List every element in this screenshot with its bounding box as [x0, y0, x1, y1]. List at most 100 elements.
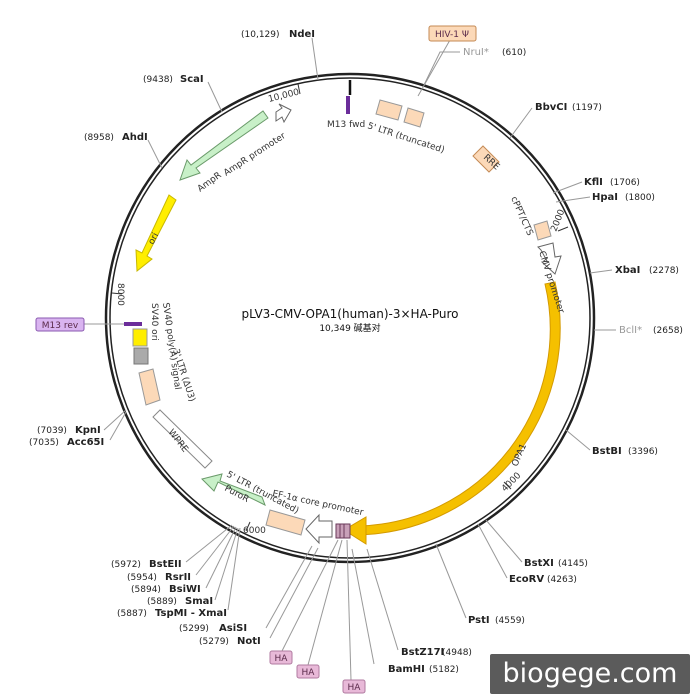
tag-label: HIV-1 Ψ [435, 30, 469, 40]
site-name: Acc65I [67, 437, 104, 448]
feature-ampr-arrow [179, 110, 269, 181]
site-leader [435, 543, 467, 619]
site-leader [485, 519, 523, 563]
site-noti: (5279) NotI [199, 547, 319, 647]
tag-hiv1-psi: HIV-1 Ψ [417, 25, 477, 97]
site-pos: (9438) [143, 75, 173, 85]
site-leader [477, 523, 508, 579]
site-pos: (1800) [625, 193, 655, 203]
feature-ampr-promoter [275, 103, 292, 124]
site-bbvci: BbvCI (1197) [509, 102, 602, 139]
tick-label-6000: 6000 [243, 526, 266, 536]
site-bamhi: BamHI (5182) [351, 548, 459, 675]
site-leader [103, 409, 127, 431]
site-pos: (1706) [610, 178, 640, 188]
plasmid-title: pLV3-CMV-OPA1(human)-3×HA-Puro [241, 307, 458, 321]
site-pos: (610) [502, 48, 526, 58]
site-leader [109, 411, 127, 441]
feature-ef1a-promoter [305, 513, 333, 545]
ha-tag-box [335, 523, 351, 539]
site-leader [214, 527, 239, 601]
site-name: BamHI [388, 664, 425, 675]
site-name: XbaI [615, 265, 640, 276]
plasmid-backbone-outer [104, 72, 596, 564]
site-leader [565, 429, 591, 451]
feature-3ltr [138, 368, 161, 406]
site-acc65i: (7035) Acc65I [29, 411, 127, 448]
site-asisi: (5299) AsiSI [179, 545, 313, 634]
tag-leader [307, 539, 343, 666]
site-bsiwi: (5894) BsiWI [131, 526, 237, 595]
site-leader [555, 196, 591, 203]
site-pos: (7039) [37, 426, 67, 436]
site-hpai: HpaI (1800) [555, 192, 655, 203]
site-name: AsiSI [219, 623, 247, 634]
site-bcli: BclI* (2658) [594, 325, 683, 336]
site-pos: (2658) [653, 326, 683, 336]
site-psti: PstI (4559) [435, 543, 525, 626]
tag-ha-2: HA [296, 539, 343, 679]
tag-badge [428, 25, 477, 42]
site-pos: (5299) [179, 624, 209, 634]
site-leader [269, 547, 319, 639]
feature-label: M13 fwd [327, 120, 365, 130]
site-name: BstZ17I [401, 647, 444, 658]
tag-badge [35, 317, 85, 332]
site-leader [552, 181, 583, 194]
plasmid-size: 10,349 碱基对 [319, 322, 380, 334]
plasmid-backbone-inner [109, 77, 591, 559]
tag-badge [342, 679, 366, 694]
feature-cmv-promoter [537, 242, 562, 275]
site-pos: (4145) [558, 559, 588, 569]
site-pos: (3396) [628, 447, 658, 457]
m13-fwd-primer-mark [346, 96, 350, 114]
site-ndei: (10,129) NdeI [241, 29, 319, 81]
site-name: BstXI [524, 558, 554, 569]
tag-label: HA [348, 683, 362, 693]
site-xbai: XbaI (2278) [589, 265, 679, 276]
site-smai: (5889) SmaI [147, 527, 239, 607]
tag-label: M13 rev [42, 321, 79, 331]
site-leader [195, 525, 235, 576]
site-bstbi: BstBI (3396) [565, 429, 658, 457]
tick-mark [111, 292, 123, 295]
site-leader [311, 37, 319, 81]
tag-label: HA [275, 654, 289, 664]
site-bsteii: (5972) BstEII [111, 524, 233, 570]
tick-label-4000: 4000 [500, 471, 523, 494]
tag-leader [346, 539, 352, 681]
site-pos: (5894) [131, 585, 161, 595]
site-name: TspMI - XmaI [155, 608, 227, 619]
site-ecorv: EcoRV (4263) [477, 523, 577, 585]
site-name: BsiWI [169, 584, 201, 595]
feature-ori-arrow [135, 194, 177, 273]
site-pos: (5972) [111, 560, 141, 570]
site-pos: (5279) [199, 637, 229, 647]
site-pos: (5889) [147, 597, 177, 607]
site-pos: (10,129) [241, 30, 280, 40]
tick-mark [245, 521, 251, 532]
site-name: PstI [468, 615, 490, 626]
feature-sv40-ori-box [133, 347, 149, 365]
tag-ha-1: HA [269, 539, 339, 665]
site-ahdi: (8958) AhdI [84, 132, 163, 169]
site-scai: (9438) ScaI [143, 74, 223, 113]
site-pos: (4559) [495, 616, 525, 626]
site-pos: (1197) [572, 103, 602, 113]
site-name: HpaI [592, 192, 618, 203]
site-name: EcoRV [509, 574, 544, 585]
site-pos: (7035) [29, 438, 59, 448]
site-name: NotI [237, 636, 261, 647]
feature-cppt [533, 220, 552, 241]
site-leader [227, 527, 241, 611]
feature-ltr-box [265, 509, 306, 536]
feature-puror-arrow [201, 473, 266, 507]
site-bstz17i: BstZ17I (4948) [366, 548, 472, 658]
site-pos: (2278) [649, 266, 679, 276]
tick-label-10000: 10,000 [267, 88, 300, 105]
tag-leader [281, 539, 339, 652]
site-pos: (4263) [547, 575, 577, 585]
site-name: BstEII [149, 559, 182, 570]
tick-mark [557, 226, 569, 232]
